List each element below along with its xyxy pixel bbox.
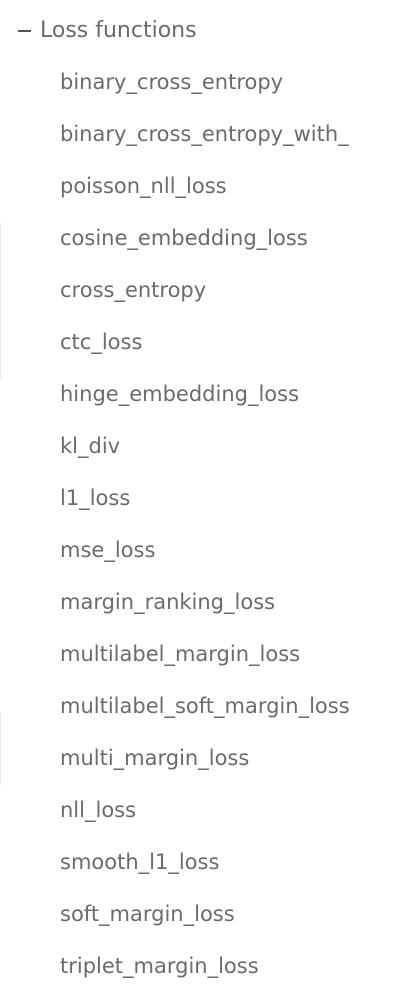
scroll-indicator-line	[0, 712, 1, 786]
nav-item-label: cosine_embedding_loss	[60, 226, 308, 250]
loss-functions-section-toggle[interactable]: Loss functions	[18, 12, 197, 48]
nav-item-triplet-margin-loss[interactable]: triplet_margin_loss	[0, 940, 404, 992]
nav-item-label: ctc_loss	[60, 330, 143, 354]
nav-item-cross-entropy[interactable]: cross_entropy	[0, 264, 404, 316]
nav-item-l1-loss[interactable]: l1_loss	[0, 472, 404, 524]
nav-item-hinge-embedding-loss[interactable]: hinge_embedding_loss	[0, 368, 404, 420]
nav-item-label: nll_loss	[60, 798, 137, 822]
scroll-indicator-line	[0, 222, 1, 380]
nav-item-multi-margin-loss[interactable]: multi_margin_loss	[0, 732, 404, 784]
nav-item-cosine-embedding-loss[interactable]: cosine_embedding_loss	[0, 212, 404, 264]
nav-item-binary-cross-entropy-with-logits[interactable]: binary_cross_entropy_with_logits	[0, 108, 404, 160]
nav-item-smooth-l1-loss[interactable]: smooth_l1_loss	[0, 836, 404, 888]
nav-item-poisson-nll-loss[interactable]: poisson_nll_loss	[0, 160, 404, 212]
nav-item-label: cross_entropy	[60, 278, 207, 302]
nav-item-label: binary_cross_entropy	[60, 70, 284, 94]
nav-item-ctc-loss[interactable]: ctc_loss	[0, 316, 404, 368]
nav-item-label: binary_cross_entropy_with_logits	[60, 122, 350, 146]
nav-item-label: margin_ranking_loss	[60, 590, 276, 614]
nav-item-label: hinge_embedding_loss	[60, 382, 300, 406]
nav-item-label: multi_margin_loss	[60, 746, 250, 770]
nav-item-label: mse_loss	[60, 538, 156, 562]
nav-item-label: kl_div	[60, 434, 121, 458]
nav-item-label: multilabel_margin_loss	[60, 642, 301, 666]
section-title: Loss functions	[40, 17, 197, 43]
nav-item-kl-div[interactable]: kl_div	[0, 420, 404, 472]
loss-functions-list: binary_cross_entropy binary_cross_entrop…	[0, 56, 404, 992]
nav-item-label: smooth_l1_loss	[60, 850, 220, 874]
nav-item-label: soft_margin_loss	[60, 902, 235, 926]
nav-item-soft-margin-loss[interactable]: soft_margin_loss	[0, 888, 404, 940]
nav-item-multilabel-soft-margin-loss[interactable]: multilabel_soft_margin_loss	[0, 680, 404, 732]
nav-item-label: poisson_nll_loss	[60, 174, 227, 198]
minus-icon	[18, 30, 31, 32]
nav-item-label: multilabel_soft_margin_loss	[60, 694, 350, 718]
nav-item-mse-loss[interactable]: mse_loss	[0, 524, 404, 576]
nav-item-nll-loss[interactable]: nll_loss	[0, 784, 404, 836]
nav-item-multilabel-margin-loss[interactable]: multilabel_margin_loss	[0, 628, 404, 680]
nav-item-label: l1_loss	[60, 486, 131, 510]
nav-item-binary-cross-entropy[interactable]: binary_cross_entropy	[0, 56, 404, 108]
nav-item-label: triplet_margin_loss	[60, 954, 259, 978]
nav-item-margin-ranking-loss[interactable]: margin_ranking_loss	[0, 576, 404, 628]
